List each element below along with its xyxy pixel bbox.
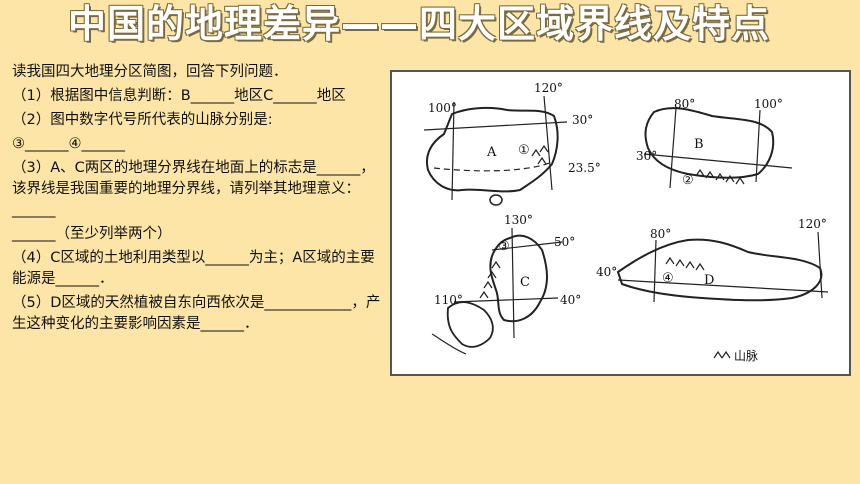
- slide-title: 中国的地理差异——四大区域界线及特点: [68, 2, 771, 46]
- mountain-symbol-c: [479, 260, 501, 299]
- mountain-symbol-a: [531, 144, 549, 165]
- region-a-map: 100° 120° 30° 23.5° A ①: [423, 81, 601, 206]
- question-3-note: ______（至少列举两个）: [12, 226, 172, 242]
- question-4: （4）C区域的土地利用类型以______为主；A区域的主要能源是______．: [12, 250, 375, 287]
- region-a-lon-100: 100°: [428, 101, 457, 115]
- region-a-label: A: [486, 145, 497, 160]
- question-2-blanks: ③______④______: [12, 136, 125, 152]
- region-c-mountain-number: ③: [498, 239, 510, 254]
- region-c-map: 130° 110° 50° 40° C ③: [431, 213, 581, 355]
- map-legend: 山脉: [713, 348, 758, 363]
- mountain-symbol-d: [665, 256, 705, 271]
- question-5: （5）D区域的天然植被自东向西依次是____________，产生这种变化的主要…: [12, 295, 381, 332]
- region-a-lon-120: 120°: [534, 81, 563, 95]
- region-c-lon-130: 130°: [504, 213, 533, 227]
- question-intro: 读我国四大地理分区简图，回答下列问题．: [12, 64, 288, 80]
- region-d-label: D: [704, 273, 714, 288]
- region-d-lon-80: 80°: [650, 227, 671, 241]
- question-1: （1）根据图中信息判断：B______地区C______地区: [12, 88, 346, 104]
- region-d-lon-120: 120°: [798, 217, 827, 231]
- region-map-figure: 100° 120° 30° 23.5° A ① 80° 100° 30° B ②: [390, 70, 851, 376]
- region-c-label: C: [520, 275, 530, 290]
- region-b-mountain-number: ②: [682, 173, 694, 188]
- region-d-mountain-number: ④: [662, 271, 674, 286]
- mountain-symbol-b: [695, 168, 745, 185]
- mountain-legend-icon: [713, 350, 731, 359]
- region-d-map: 80° 120° 40° D ④: [596, 217, 829, 303]
- region-b-map: 80° 100° 30° B ②: [636, 97, 793, 189]
- region-c-lon-110: 110°: [434, 293, 463, 307]
- region-a-lat-30: 30°: [572, 113, 593, 127]
- region-map-svg: 100° 120° 30° 23.5° A ① 80° 100° 30° B ②: [423, 81, 829, 363]
- region-c-lat-50: 50°: [554, 235, 575, 249]
- region-b-lon-80: 80°: [674, 97, 695, 111]
- question-3: （3）A、C两区的地理分界线在地面上的标志是______，该界线是我国重要的地理…: [12, 160, 375, 218]
- question-block: 读我国四大地理分区简图，回答下列问题． （1）根据图中信息判断：B______地…: [12, 62, 382, 338]
- region-a-mountain-number: ①: [518, 143, 530, 158]
- region-a-lat-23-5: 23.5°: [568, 161, 601, 175]
- region-c-lat-40: 40°: [560, 293, 581, 307]
- region-b-lon-100: 100°: [754, 97, 783, 111]
- region-b-lat-30: 30°: [636, 149, 657, 163]
- question-2-stem: （2）图中数字代号所代表的山脉分别是:: [12, 112, 273, 128]
- region-b-label: B: [694, 137, 704, 152]
- legend-label: 山脉: [734, 348, 758, 363]
- region-d-lat-40: 40°: [596, 265, 617, 279]
